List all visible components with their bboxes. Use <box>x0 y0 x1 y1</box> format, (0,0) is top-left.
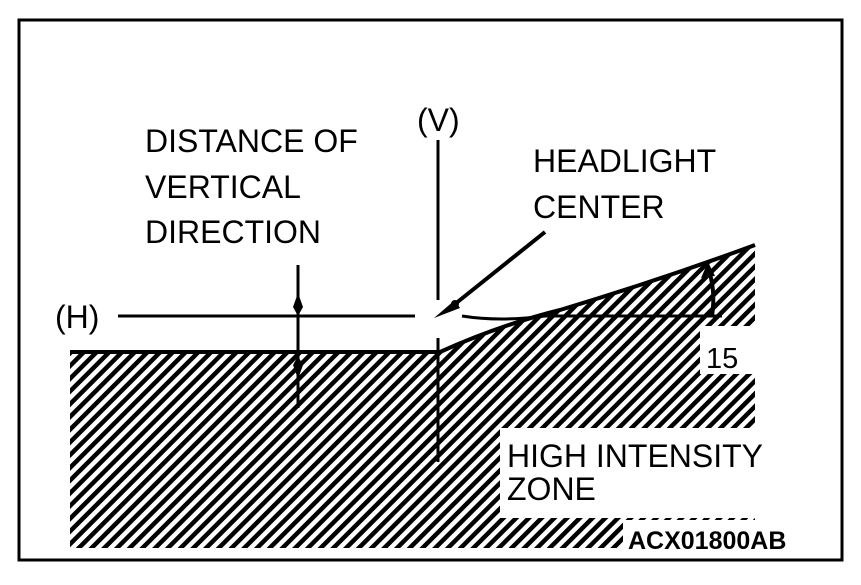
horizontal-axis-label: (H) <box>55 299 99 335</box>
headlight-label-line2: CENTER <box>533 189 665 225</box>
figure-code: ACX01800AB <box>628 527 786 555</box>
arrow-up-icon <box>293 356 303 379</box>
headlight-center-leader <box>434 230 547 318</box>
distance-label-line1: DISTANCE OF <box>145 123 358 159</box>
figure-frame <box>17 18 844 562</box>
angle-arrow <box>701 262 716 317</box>
right-margin-mask <box>755 240 835 325</box>
distance-label-line3: DIRECTION <box>145 214 321 250</box>
leader-line <box>448 230 547 310</box>
horizontal-line-right <box>461 314 722 321</box>
zone-label-line2: ZONE <box>507 471 596 507</box>
vertical-distance-marker <box>293 265 303 408</box>
arrow-down-icon <box>293 293 303 316</box>
vertical-axis-label: (V) <box>417 102 460 138</box>
headlight-label-line1: HEADLIGHT <box>533 143 716 179</box>
cutoff-line <box>70 243 756 354</box>
distance-label-line2: VERTICAL <box>145 169 301 205</box>
code-label-bg <box>623 520 823 550</box>
angle-arrowhead-icon <box>701 262 715 278</box>
headlight-center-dot <box>451 300 459 308</box>
angle-label: 15 <box>706 343 738 375</box>
zone-label-line1: HIGH INTENSITY <box>507 438 763 474</box>
angle-label-bg <box>700 326 758 374</box>
zone-label-bg <box>500 428 820 518</box>
